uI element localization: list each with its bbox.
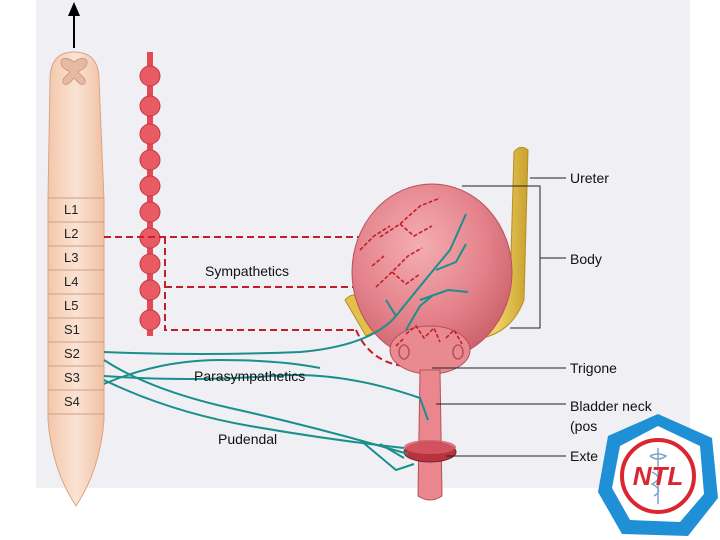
segment-label-s1: S1: [64, 322, 80, 337]
ascending-arrow: [68, 2, 80, 48]
parasympathetics-label: Parasympathetics: [194, 368, 306, 384]
segment-label-s2: S2: [64, 346, 80, 361]
trigone-region: [389, 325, 471, 375]
external-sphincter-label: Exte: [570, 448, 599, 464]
segment-label-l2: L2: [64, 226, 79, 241]
sympathetic-trunk: [139, 52, 161, 336]
ganglion: [139, 309, 161, 331]
sympathetics-label: Sympathetics: [205, 263, 290, 279]
spinal-cord: [47, 51, 105, 507]
bladder-neck-cont-label: (pos: [570, 418, 598, 434]
ganglion: [139, 201, 161, 223]
segment-label-s3: S3: [64, 370, 80, 385]
body-label: Body: [570, 251, 602, 267]
segment-label-l5: L5: [64, 298, 79, 313]
label-leaders: [432, 177, 566, 457]
gray-matter: [60, 58, 88, 85]
ganglion: [139, 175, 161, 197]
ganglion: [139, 95, 161, 117]
pudendal-nerves: [103, 359, 415, 472]
caduceus-icon: [649, 448, 668, 504]
segment-label-l3: L3: [64, 250, 79, 265]
trigone-label: Trigone: [570, 360, 617, 376]
segment-label-s4: S4: [64, 394, 80, 409]
sympathetic-branches: [359, 197, 463, 347]
segment-label-l4: L4: [64, 274, 79, 289]
ureter-label: Ureter: [570, 170, 609, 186]
segment-label-l1: L1: [64, 202, 79, 217]
logo-text: NTL: [633, 461, 684, 491]
pudendal-label: Pudendal: [218, 431, 278, 447]
parasympathetic-nerves: [103, 213, 469, 421]
ganglion: [139, 279, 161, 301]
ganglion: [139, 149, 161, 171]
bladder-neck-label: Bladder neck: [570, 398, 652, 414]
ntl-logo: NTL: [598, 414, 718, 536]
ganglion: [139, 123, 161, 145]
ganglion: [139, 65, 161, 87]
ganglion: [139, 253, 161, 275]
urethra: [417, 369, 443, 501]
